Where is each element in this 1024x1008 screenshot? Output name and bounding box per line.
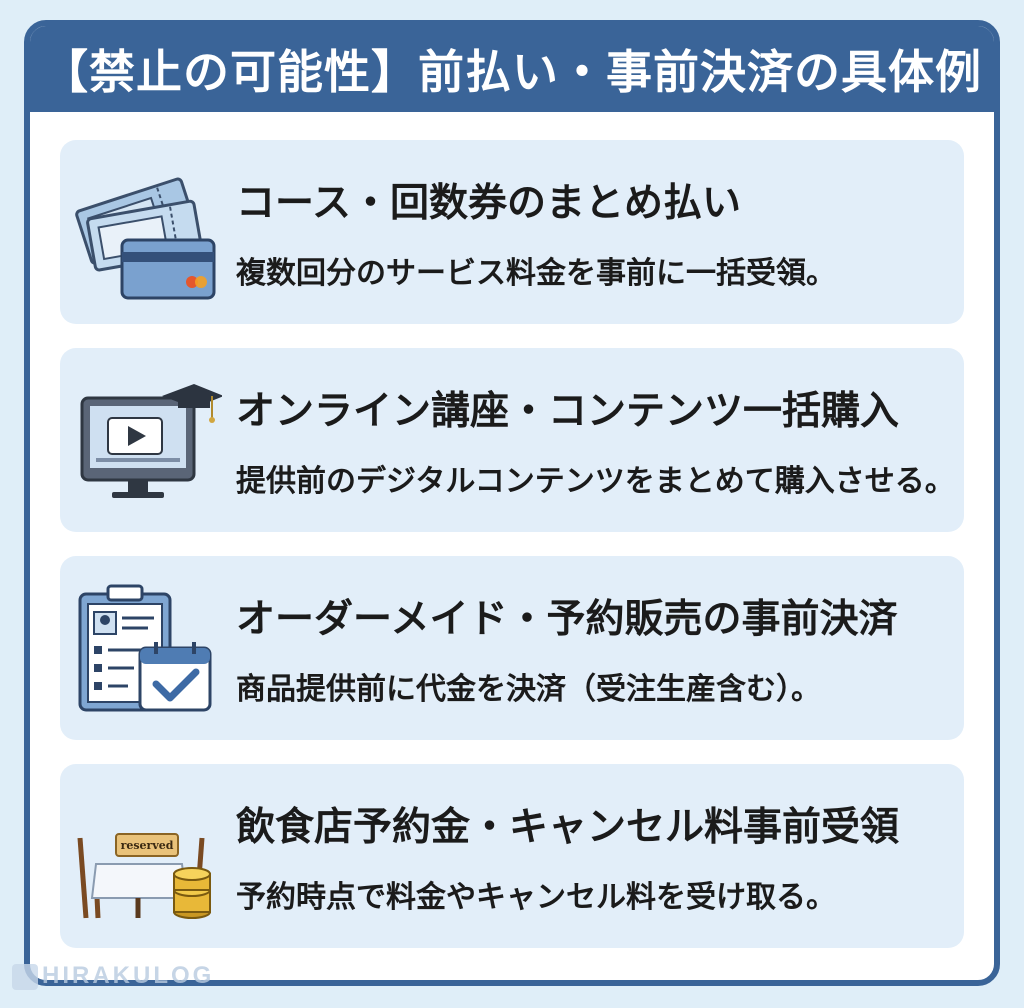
watermark-logo-icon bbox=[12, 963, 38, 990]
card-title: オーダーメイド・予約販売の事前決済 bbox=[236, 597, 898, 642]
example-card-restaurant-reservation: reserved 飲食店予約金・キャンセル料事前受領 予約時点で料金やキャンセル… bbox=[60, 764, 964, 948]
page-title: 【禁止の可能性】前払い・事前決済の具体例 bbox=[30, 26, 994, 112]
card-description: 提供前のデジタルコンテンツをまとめて購入させる。 bbox=[236, 464, 955, 499]
watermark-brand: HIRAKULOG bbox=[42, 962, 215, 989]
card-title: 飲食店予約金・キャンセル料事前受領 bbox=[236, 805, 900, 850]
watermark: HIRAKULOG bbox=[12, 962, 214, 990]
example-card-online-course: オンライン講座・コンテンツ一括購入 提供前のデジタルコンテンツをまとめて購入させ… bbox=[60, 348, 964, 532]
card-description: 予約時点で料金やキャンセル料を受け取る。 bbox=[236, 880, 836, 915]
card-title: オンライン講座・コンテンツ一括購入 bbox=[236, 389, 900, 434]
tickets-card-icon bbox=[75, 177, 216, 300]
infographic-frame: 【禁止の可能性】前払い・事前決済の具体例 コース・回数券のまとめ払い 複数回分の… bbox=[24, 20, 1000, 986]
card-description: 複数回分のサービス料金を事前に一括受領。 bbox=[236, 256, 836, 291]
reserved-table-icon: reserved bbox=[77, 833, 211, 919]
example-card-made-to-order: オーダーメイド・予約販売の事前決済 商品提供前に代金を決済（受注生産含む）。 bbox=[60, 556, 964, 740]
clipboard-calendar-icon bbox=[78, 584, 212, 712]
example-card-course-tickets: コース・回数券のまとめ払い 複数回分のサービス料金を事前に一括受領。 bbox=[60, 140, 964, 324]
card-description: 商品提供前に代金を決済（受注生産含む）。 bbox=[236, 672, 821, 707]
reserved-sign-text: reserved bbox=[121, 839, 174, 852]
card-title: コース・回数券のまとめ払い bbox=[236, 181, 742, 226]
online-course-icon bbox=[80, 384, 222, 498]
